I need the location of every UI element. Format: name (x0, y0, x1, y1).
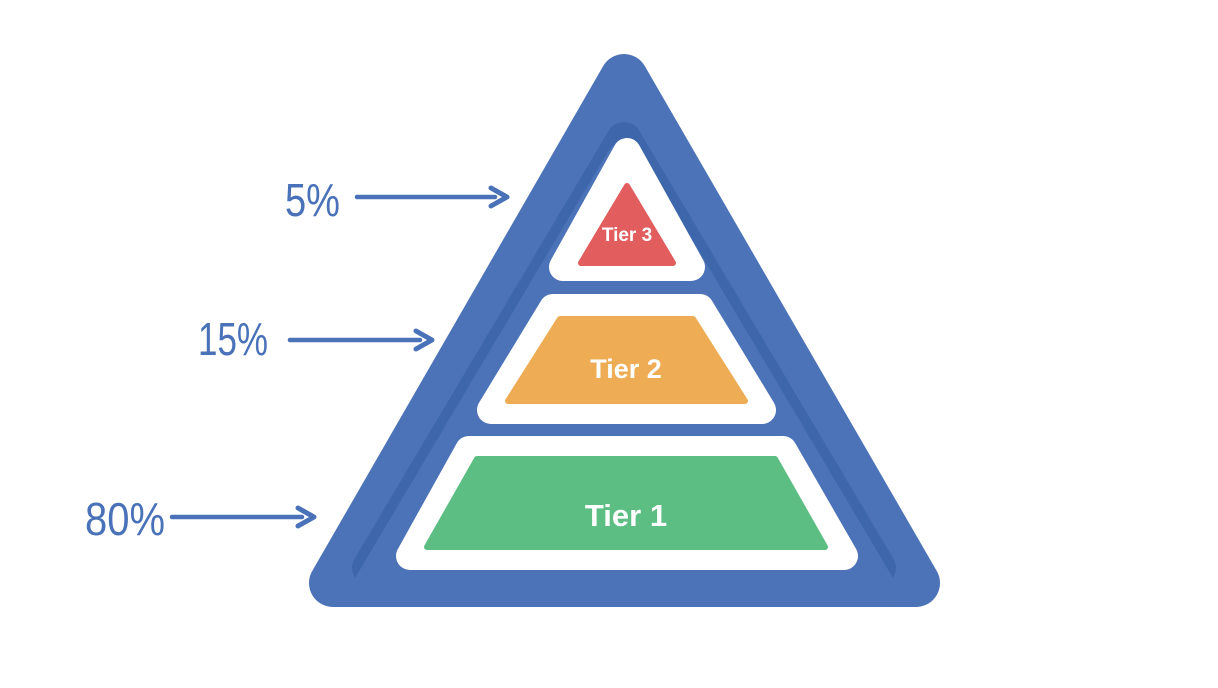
tier3-shape (578, 183, 676, 266)
tier3-label: Tier 3 (602, 225, 652, 246)
arrow-head-icon (295, 505, 317, 529)
annotation-tier1: 80% (85, 493, 317, 545)
tier2-percent-label: 15% (198, 313, 268, 365)
annotation-tier2: 15% (198, 313, 435, 365)
arrow-head-icon (413, 328, 435, 352)
tier1-arrow-icon (169, 505, 317, 529)
tier-3-segment: Tier 3 (549, 138, 705, 281)
tier-1-segment: Tier 1 (396, 436, 858, 570)
tier3-arrow-icon (354, 185, 510, 209)
tier3-percent-label: 5% (285, 174, 340, 226)
tier1-label: Tier 1 (585, 498, 667, 533)
tier2-arrow-icon (287, 328, 435, 352)
tier1-shape (424, 456, 828, 550)
tier1-percent-label: 80% (85, 493, 165, 545)
tier-2-segment: Tier 2 (477, 294, 776, 424)
tier2-label: Tier 2 (590, 354, 662, 384)
arrow-head-icon (488, 185, 510, 209)
annotation-tier3: 5% (285, 174, 510, 226)
tier2-shape (505, 316, 748, 404)
